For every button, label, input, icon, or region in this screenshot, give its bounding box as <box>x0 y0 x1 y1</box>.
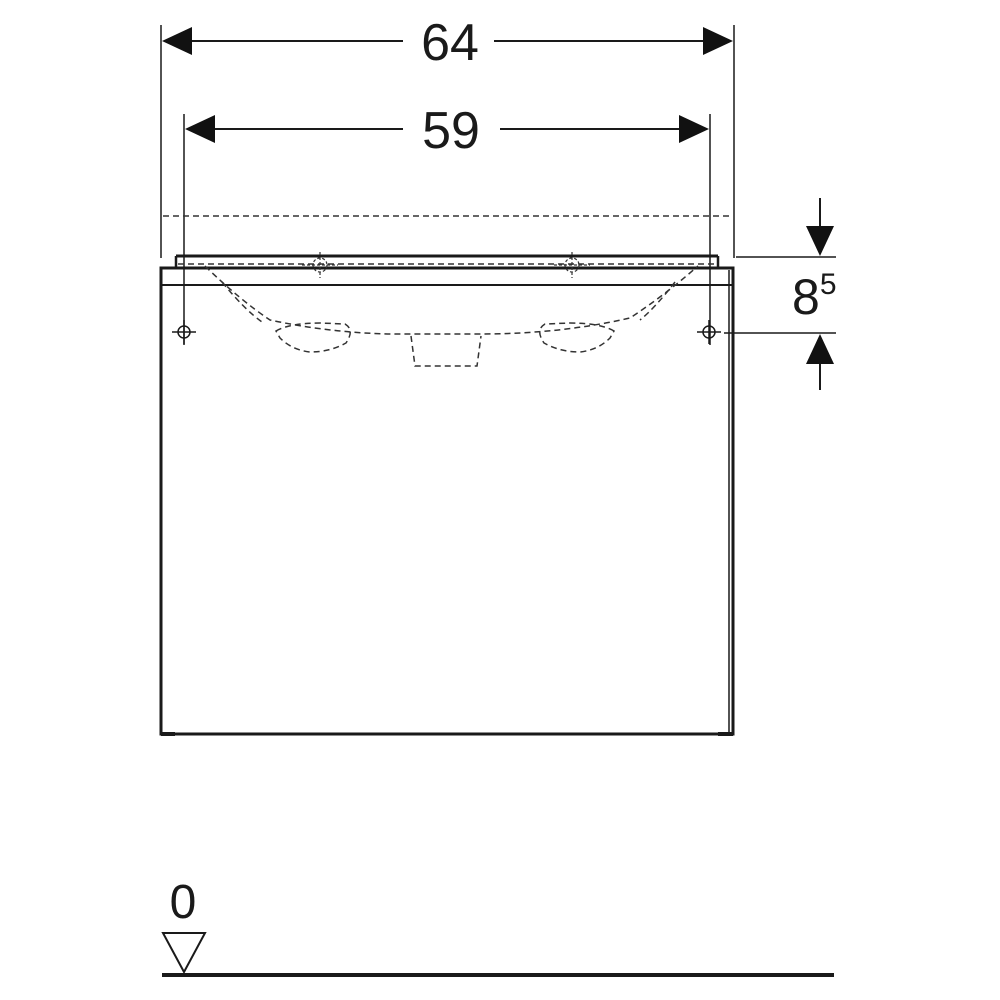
floor-level-marker: 0 <box>161 876 834 977</box>
floor-level-label: 0 <box>170 876 197 929</box>
height-label-superscript: 5 <box>820 268 837 301</box>
arrow-up-icon <box>806 334 834 364</box>
hole-spacing-dimension: 59 <box>183 102 711 345</box>
basin-hidden-contours <box>204 265 699 367</box>
washbasin-top-plate <box>162 254 732 286</box>
hole-spacing-label: 59 <box>422 102 480 160</box>
basin-right-curve <box>639 281 676 321</box>
overall-width-label: 64 <box>421 14 479 72</box>
crosshair-icon <box>302 252 338 278</box>
height-dimension: 85 <box>724 198 837 390</box>
right-overflow-contour <box>539 322 616 353</box>
arrow-left-icon <box>185 115 215 143</box>
arrow-left-icon <box>162 27 192 55</box>
height-label: 85 <box>792 268 837 325</box>
level-triangle-icon <box>161 932 207 975</box>
basin-bowl-contour <box>204 265 699 335</box>
crosshair-icon <box>697 320 721 344</box>
mounting-holes <box>172 252 721 344</box>
crosshair-icon <box>172 320 196 344</box>
drain-siphon-contour <box>410 335 482 367</box>
cabinet-body <box>159 266 735 736</box>
arrow-right-icon <box>703 27 733 55</box>
overall-width-dimension: 64 <box>160 14 735 258</box>
height-label-base: 8 <box>792 269 820 325</box>
crosshair-icon <box>554 252 590 278</box>
arrow-down-icon <box>806 226 834 256</box>
basin-left-curve <box>221 281 263 323</box>
arrow-right-icon <box>679 115 709 143</box>
cabinet-outline <box>159 266 735 736</box>
left-overflow-contour <box>274 322 351 353</box>
